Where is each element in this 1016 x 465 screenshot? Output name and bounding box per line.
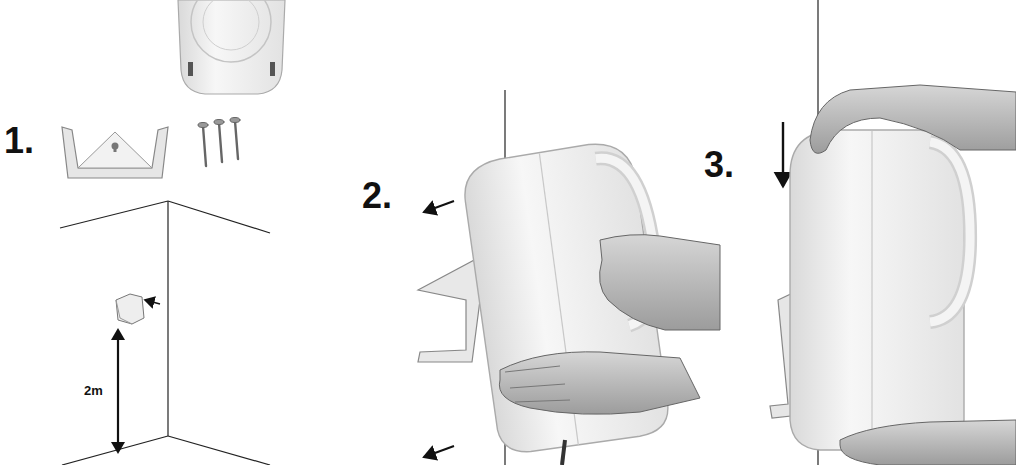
hands [499, 235, 720, 415]
cable [562, 440, 565, 465]
wall-bracket [62, 127, 168, 178]
bracket-on-wall [418, 258, 480, 362]
down-arrow [782, 122, 784, 186]
small-bracket [116, 294, 144, 324]
screws [198, 118, 240, 167]
step-number: 2. [362, 178, 392, 214]
height-arrow [111, 328, 125, 454]
heater-upright [790, 130, 970, 450]
move-arrow [424, 201, 454, 212]
dimension-label: 2m [84, 384, 103, 397]
step-number: 3. [704, 147, 734, 183]
room-corner [60, 201, 270, 465]
fix-arrow [145, 300, 160, 304]
hands [810, 85, 1016, 465]
step-number: 1. [4, 123, 34, 159]
heater-bottom [178, 0, 285, 94]
move-arrow [424, 446, 454, 457]
